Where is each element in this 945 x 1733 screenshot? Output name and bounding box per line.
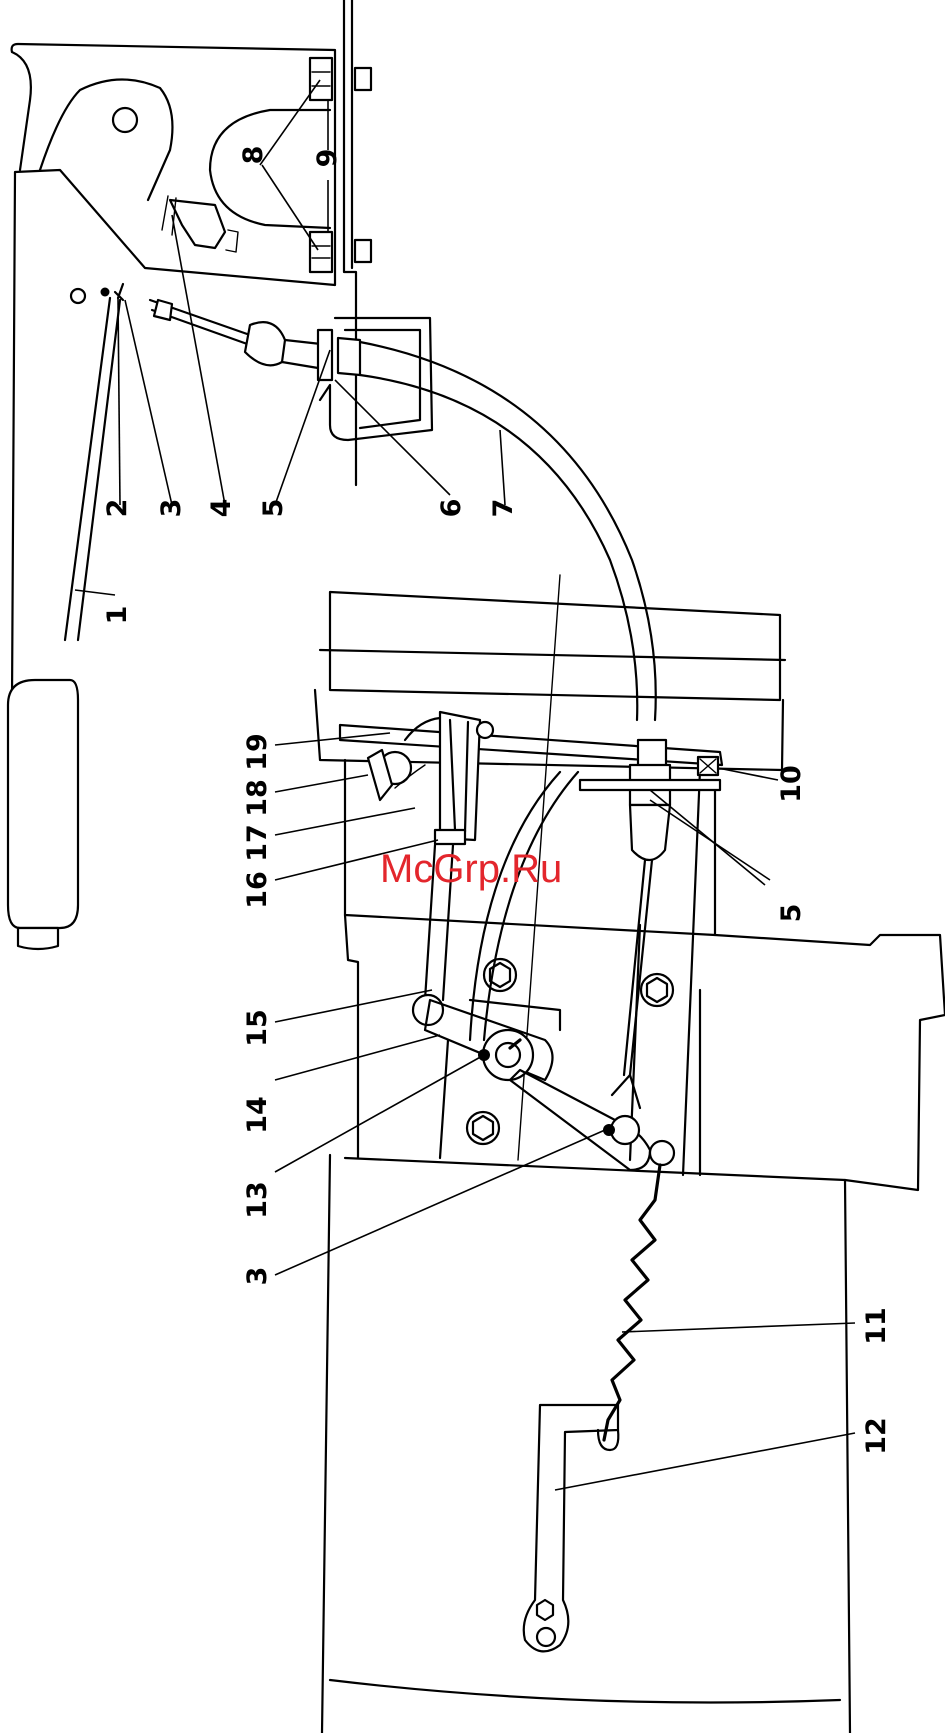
callout-3-lower: 3 (242, 1267, 273, 1286)
watermark: McGrp.Ru (380, 847, 562, 891)
spring-bracket (524, 1405, 619, 1651)
lower-bolt (310, 232, 371, 272)
callout-17: 17 (242, 824, 273, 862)
callout-3-upper: 3 (156, 499, 187, 518)
pivot-hole (113, 108, 137, 132)
callout-19: 19 (242, 733, 273, 771)
housing-bolt-1 (484, 959, 516, 991)
callout-2: 2 (102, 499, 133, 518)
callout-5-upper: 5 (258, 499, 289, 518)
callout-6: 6 (436, 499, 467, 518)
callout-11: 11 (861, 1307, 892, 1345)
callout-labels: 1 2 3 4 5 6 7 8 9 10 5 19 18 17 16 15 14… (102, 146, 892, 1455)
callout-9: 9 (312, 149, 343, 168)
housing-bolt-3 (467, 1112, 499, 1144)
cotter-pin (101, 288, 110, 297)
callout-10: 10 (776, 765, 807, 803)
callout-15: 15 (242, 1009, 273, 1047)
callout-1: 1 (102, 606, 133, 625)
callout-13: 13 (242, 1181, 273, 1219)
small-hole (71, 289, 85, 303)
upper-bracket-assembly (8, 0, 656, 949)
callout-4: 4 (206, 499, 237, 518)
callout-7: 7 (488, 499, 519, 518)
callout-16: 16 (242, 871, 273, 909)
callout-5-lower: 5 (776, 904, 807, 923)
fitting-10 (698, 757, 718, 775)
callout-14: 14 (242, 1096, 273, 1134)
callout-18: 18 (242, 779, 273, 817)
housing-bolt-2 (641, 974, 673, 1006)
lower-housing-assembly (315, 575, 945, 1733)
return-spring (604, 1165, 660, 1440)
callout-12: 12 (861, 1417, 892, 1455)
upper-bolt (310, 58, 371, 100)
callout-8: 8 (238, 146, 269, 165)
